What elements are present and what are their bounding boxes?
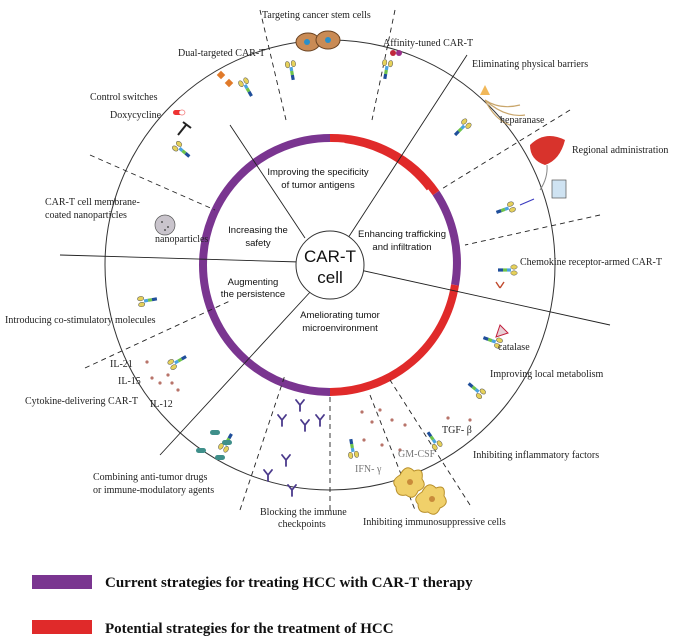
car-receptor-icon [450,117,473,140]
spoke [239,374,286,511]
label-checkpoints-2: checkpoints [278,519,326,530]
cancer-stem-cells-icon [295,30,341,52]
center-circle [295,230,365,300]
sector-specificity-2: of tumor antigens [281,180,355,191]
ring-arc-potential-3 [344,135,434,191]
legend-swatch-potential [32,620,92,634]
label-cytokine: Cytokine-delivering CAR-T [25,396,138,407]
center-line2: cell [317,268,343,287]
label-regional: Regional administration [572,145,668,156]
center-line1: CAR-T [304,247,356,266]
label-affinity: Affinity-tuned CAR-T [383,38,473,49]
label-checkpoints-1: Blocking the immune [260,507,347,518]
immunosuppressive-cells-icon [393,467,447,515]
sector-persistence-2: the persistence [221,289,285,300]
sector-microenv-1: Ameliorating tumor [300,310,380,321]
sector-trafficking-2: and infiltration [372,242,431,253]
chemokine-receptor-icon [495,281,505,289]
car-receptor-icon [284,59,299,82]
label-membrane-np-1: CAR-T cell membrane- [45,197,140,208]
sector-safety-2: safety [245,238,271,249]
car-receptor-icon [166,351,190,372]
label-costim: Introducing co-stimulatory molecules [5,315,156,326]
label-gmcsf: GM-CSF [398,449,436,460]
label-inflammatory: Inhibiting inflammatory factors [473,450,599,461]
label-tgfb: TGF- β [442,425,472,436]
sector-safety-1: Increasing the [228,225,288,236]
cytokine-dots-2-icon [360,408,472,452]
label-chemokine: Chemokine receptor-armed CAR-T [520,257,662,268]
doxycycline-pill-icon [173,109,186,116]
ring-arc-potential-2 [329,284,459,396]
legend-current: Current strategies for treating HCC with… [105,575,473,591]
nanoparticle-icon [154,214,176,236]
label-cancer-stem: Targeting cancer stem cells [262,10,371,21]
liver-icon [519,136,567,206]
sector-microenv-2: microenvironment [302,323,378,334]
spoke [89,154,216,211]
sector-specificity-1: Improving the specificity [267,167,369,178]
label-drugs-2: or immune-modulatory agents [93,485,214,496]
spoke [84,299,233,369]
label-drugs-1: Combining anti-tumor drugs [93,472,208,483]
divider-safety-persist [59,254,301,263]
label-physical-barriers: Eliminating physical barriers [472,59,588,70]
dual-target-icon [216,70,234,88]
drug-capsules-icon [196,430,232,460]
label-control-switches: Control switches [90,92,158,103]
spoke [389,379,471,506]
legend-potential: Potential strategies for the treatment o… [105,621,394,637]
label-dual-targeted: Dual-targeted CAR-T [178,48,265,59]
label-immunosuppressive: Inhibiting immunosuppressive cells [363,517,506,528]
label-catalase: catalase [498,342,530,353]
legend-swatch-current [32,575,92,589]
car-receptor-icon [345,437,360,460]
sector-persistence-1: Augmenting [228,277,279,288]
label-il21: IL-21 [110,359,133,370]
ring-arc-current-2 [432,190,461,286]
divider-persist-micro [159,289,313,456]
car-receptor-icon [236,76,257,100]
car-receptor-icon [464,379,488,401]
affinity-antigen-icon [390,50,402,56]
legend: Current strategies for treating HCC with… [32,575,473,637]
label-ifn: IFN- γ [355,464,382,475]
divider-traffic-micro [359,269,611,326]
spoke [439,109,571,191]
label-nanoparticles: nanoparticles [155,234,208,245]
spoke [259,9,287,121]
label-local-metabolism: Improving local metabolism [490,369,604,380]
car-receptor-icon [494,200,517,218]
label-heparanase: heparanase [500,115,545,126]
divider-spec-traffic [347,54,468,239]
ring-arc-current-1 [199,134,331,396]
car-receptor-icon [379,58,394,81]
label-doxycycline: Doxycycline [110,110,162,121]
label-il12: IL-12 [150,399,173,410]
antibody-icons [263,399,325,497]
cytokine-dots-icon [145,360,180,392]
heparanase-icon [480,85,526,126]
car-receptor-icon [423,428,444,452]
switch-icon [177,121,192,136]
spoke [464,214,601,246]
catalase-icon [495,324,509,338]
car-receptor-icon [497,264,518,276]
label-membrane-np-2: coated nanoparticles [45,210,127,221]
sector-trafficking-1: Enhancing trafficking [358,229,446,240]
divider-safety-spec [229,124,306,239]
label-il15: IL-15 [118,376,141,387]
car-receptor-icon [170,139,194,161]
car-receptor-icon [136,293,159,308]
